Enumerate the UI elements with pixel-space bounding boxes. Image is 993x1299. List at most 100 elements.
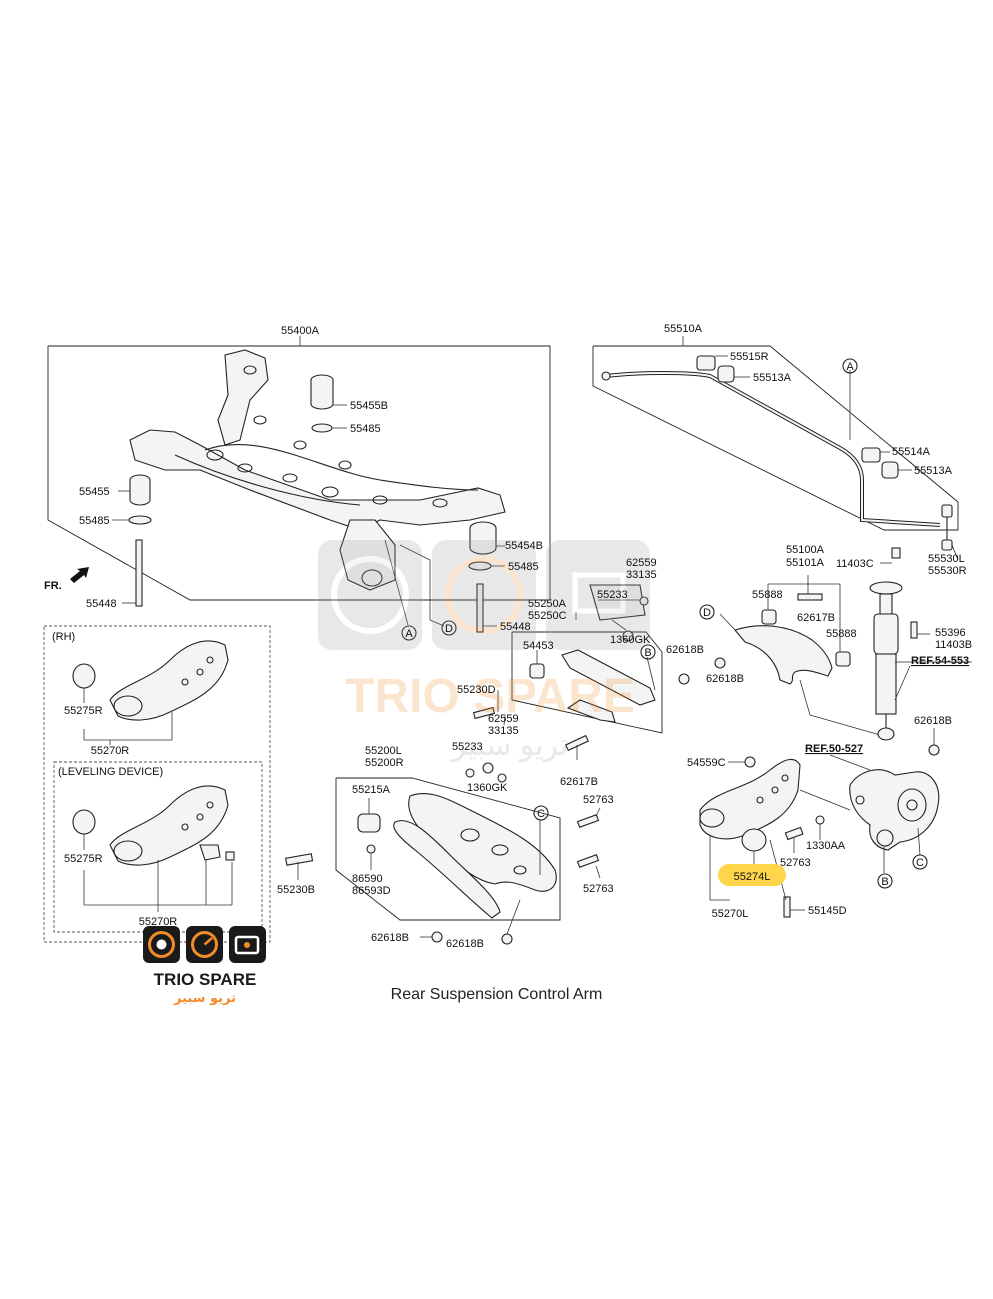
callout-B2-circle (877, 873, 893, 889)
highlight-55274L (718, 864, 786, 886)
nut-55233-2 (465, 768, 475, 778)
label-62618B-3: 62618B (666, 644, 704, 656)
label-55250C: 55250C (528, 610, 567, 622)
label-55448-left: 55448 (86, 598, 117, 610)
bushing-55215A (357, 813, 381, 833)
upper-arm-group (699, 575, 881, 736)
label-callout-C2: C (916, 857, 924, 869)
bushing-55275R-top (72, 663, 96, 689)
label-55145D: 55145D (808, 905, 847, 917)
label-fr: FR. (44, 580, 62, 592)
knuckle (849, 769, 940, 851)
bolt-86590 (366, 844, 376, 854)
label-11403C: 11403C (836, 558, 874, 570)
bolt-55230B (285, 853, 314, 866)
trio-spare-logo: TRIO SPARE تريو سبير (143, 926, 266, 1006)
label-55530R: 55530R (928, 565, 967, 577)
label-callout-B1: B (644, 647, 651, 659)
label-62559-1: 62559 (626, 557, 657, 569)
label-ref-54-553: REF.54-553 (911, 655, 969, 667)
bolt-55230D (472, 706, 496, 720)
label-callout-C1: C (537, 808, 545, 820)
bushing-55888-1 (761, 609, 777, 625)
label-55400A: 55400A (281, 325, 320, 337)
label-55200R: 55200R (365, 757, 404, 769)
label-33135-2: 33135 (488, 725, 519, 737)
watermark: TRIO SPARE تريو سبير (318, 540, 650, 763)
label-62617B-2: 62617B (560, 776, 598, 788)
svg-text:تريو سبير: تريو سبير (450, 729, 569, 763)
shock-absorber (869, 581, 972, 756)
washer-55485-left (128, 515, 152, 525)
bracket-55233-upper (589, 584, 646, 621)
nut-1330AA (815, 815, 825, 825)
bolt-55448-mid (476, 583, 484, 633)
bracket-55514A (861, 447, 881, 463)
bolt-55448-left (135, 539, 143, 607)
nut-11403C (891, 547, 901, 559)
callout-A2-circle (842, 358, 858, 374)
label-55200L: 55200L (365, 745, 402, 757)
svg-text:TRIO SPARE: TRIO SPARE (345, 670, 635, 723)
label-55454B: 55454B (505, 540, 543, 552)
label-rh: (RH) (52, 631, 75, 643)
label-55448-mid: 55448 (500, 621, 531, 633)
bushing-55888-2 (835, 651, 851, 667)
label-86593D: 86593D (352, 885, 391, 897)
lower-arm-group (285, 762, 601, 945)
callout-C1-circle (533, 805, 549, 821)
callout-D-circle (441, 620, 457, 636)
label-55275R-2: 55275R (64, 853, 103, 865)
label-55455B: 55455B (350, 400, 388, 412)
bushing-55455 (129, 474, 151, 506)
subframe-assembly (47, 336, 551, 641)
label-55275R-1: 55275R (64, 705, 103, 717)
bushing-55275R-leveling (72, 809, 96, 835)
bushing-55513A-2 (881, 461, 899, 479)
bushing-55513A-1 (717, 365, 735, 383)
label-55485-left: 55485 (79, 515, 110, 527)
bolt-62617B-1 (797, 593, 823, 601)
label-11403B: 11403B (935, 639, 972, 651)
callout-C2-circle (912, 854, 928, 870)
stabilizer-link (941, 504, 953, 551)
nut-62559-1 (639, 596, 649, 606)
bushing-55454B (469, 521, 497, 555)
label-62618B-5: 62618B (446, 938, 484, 950)
label-1360GK-1: 1360GK (610, 634, 651, 646)
leveling-bolt (225, 851, 235, 861)
label-55270L: 55270L (712, 908, 749, 920)
label-62618B-1: 62618B (706, 673, 744, 685)
part-labels: 55400A 55455B 55485 55455 55485 55454B 5… (44, 323, 972, 950)
nut-62618B-1 (714, 657, 726, 669)
label-55888-1: 55888 (752, 589, 783, 601)
rh-arm-group (43, 625, 271, 943)
trailing-arm-group (699, 754, 940, 918)
callout-D2-circle (699, 604, 715, 620)
label-55274L: 55274L (734, 871, 771, 883)
bushing-55274L (741, 828, 767, 852)
label-55888-2: 55888 (826, 628, 857, 640)
label-55396: 55396 (935, 627, 966, 639)
label-52763-1: 52763 (583, 794, 614, 806)
label-33135-1: 33135 (626, 569, 657, 581)
label-62559-2: 62559 (488, 713, 519, 725)
stabilizer-bar-group (592, 336, 959, 564)
nut-1360GK-1 (622, 630, 634, 642)
lower-link-group (472, 584, 690, 760)
bolt-62617B-2 (565, 734, 589, 752)
nut-54559C (744, 756, 756, 768)
label-55510A: 55510A (664, 323, 703, 335)
label-1330AA: 1330AA (806, 840, 846, 852)
label-callout-A1: A (405, 628, 413, 640)
label-62617B-1: 62617B (797, 612, 835, 624)
label-callout-D1: D (445, 623, 453, 635)
label-62618B-2: 62618B (914, 715, 952, 727)
label-55530L: 55530L (928, 553, 965, 565)
label-55233-2: 55233 (452, 741, 483, 753)
label-55270R-1: 55270R (91, 745, 130, 757)
nut-62618B-3 (678, 673, 690, 685)
leveling-bracket (199, 844, 221, 861)
label-55215A: 55215A (352, 784, 391, 796)
